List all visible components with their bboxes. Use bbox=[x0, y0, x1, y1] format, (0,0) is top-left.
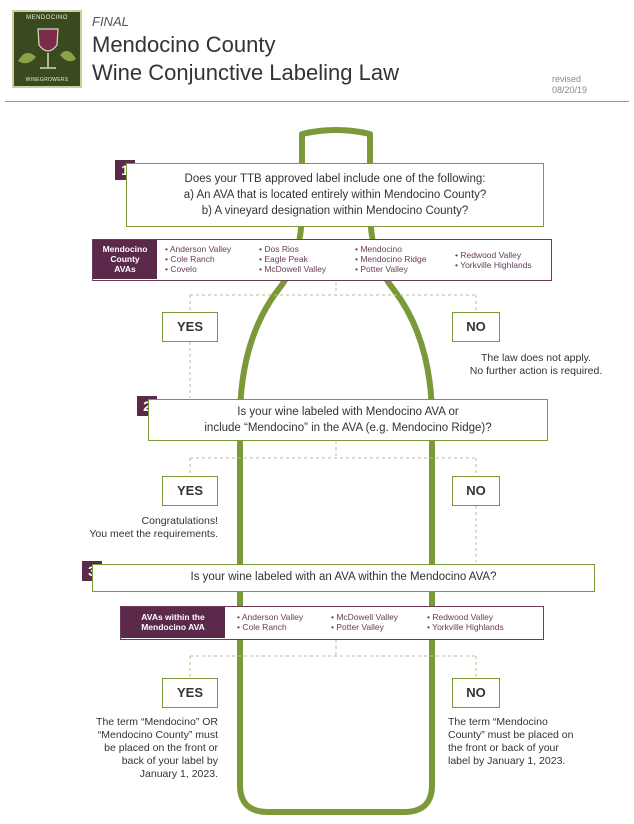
county-avas-label-line2: County bbox=[110, 254, 140, 264]
q3-yes-note: The term “Mendocino” OR “Mendocino Count… bbox=[40, 716, 218, 781]
q3-no-box: NO bbox=[452, 678, 500, 708]
question-1-line3: b) A vineyard designation within Mendoci… bbox=[201, 205, 469, 217]
q1-no-note-line2: No further action is required. bbox=[469, 365, 603, 377]
revised-note: revised 08/20/19 bbox=[552, 74, 587, 96]
q3-no-note: The term “Mendocino County” must be plac… bbox=[448, 716, 618, 768]
county-avas-label-line1: Mendocino bbox=[102, 244, 148, 254]
ava-item: • McDowell Valley bbox=[331, 612, 399, 622]
header-divider bbox=[5, 101, 629, 102]
question-1-box: Does your TTB approved label include one… bbox=[126, 163, 544, 227]
q1-yes-box: YES bbox=[162, 312, 218, 342]
revised-date: 08/20/19 bbox=[552, 85, 588, 95]
question-2-line2: include “Mendocino” in the AVA (e.g. Men… bbox=[204, 422, 492, 434]
ava-item: • Covelo bbox=[165, 264, 197, 274]
ava-item: • Redwood Valley bbox=[455, 250, 522, 260]
q2-yes-note-line2: You meet the requirements. bbox=[89, 528, 218, 540]
mendocino-avas-label: AVAs within the Mendocino AVA bbox=[121, 607, 225, 638]
question-2-line1: Is your wine labeled with Mendocino AVA … bbox=[237, 406, 459, 418]
wine-glass-icon bbox=[18, 28, 76, 69]
q3-yes-note-line: The term “Mendocino” OR bbox=[96, 716, 218, 728]
q3-yes-note-line: January 1, 2023. bbox=[139, 768, 218, 780]
q3-no-note-line: The term “Mendocino bbox=[448, 716, 548, 728]
ava-item: • Mendocino Ridge bbox=[355, 254, 427, 264]
mendocino-avas-col1: • Anderson Valley • Cole Ranch bbox=[237, 612, 303, 632]
q3-yes-box: YES bbox=[162, 678, 218, 708]
county-avas-label: Mendocino County AVAs bbox=[93, 240, 157, 279]
ava-item: • Yorkville Highlands bbox=[455, 260, 532, 270]
q3-yes-note-line: be placed on the front or bbox=[104, 742, 218, 754]
question-1-line1: Does your TTB approved label include one… bbox=[184, 173, 486, 185]
mendocino-avas-col2: • McDowell Valley • Potter Valley bbox=[331, 612, 398, 632]
county-avas-box: Mendocino County AVAs • Anderson Valley … bbox=[92, 239, 552, 281]
status-label: FINAL bbox=[92, 14, 129, 29]
ava-item: • Potter Valley bbox=[355, 264, 408, 274]
logo-top-text: MENDOCINO bbox=[26, 15, 68, 21]
ava-item: • Redwood Valley bbox=[427, 612, 494, 622]
q3-yes-note-line: “Mendocino County” must bbox=[97, 729, 218, 741]
q2-yes-box: YES bbox=[162, 476, 218, 506]
page-title-line1: Mendocino County bbox=[92, 32, 276, 57]
county-avas-col3: • Mendocino • Mendocino Ridge • Potter V… bbox=[355, 244, 427, 274]
page-title-line2: Wine Conjunctive Labeling Law bbox=[92, 60, 399, 85]
mendocino-avas-box: AVAs within the Mendocino AVA • Anderson… bbox=[120, 606, 544, 640]
ava-item: • Anderson Valley bbox=[165, 244, 232, 254]
county-avas-label-line3: AVAs bbox=[114, 264, 136, 274]
ava-item: • Dos Rios bbox=[259, 244, 299, 254]
ava-item: • Cole Ranch bbox=[237, 622, 287, 632]
q2-yes-note: Congratulations! You meet the requiremen… bbox=[40, 515, 218, 541]
q1-no-note-line1: The law does not apply. bbox=[480, 352, 592, 364]
ava-item: • Potter Valley bbox=[331, 622, 384, 632]
question-1-line2: a) An AVA that is located entirely withi… bbox=[183, 189, 487, 201]
q3-no-note-line: County” must be placed on bbox=[448, 729, 574, 741]
q1-no-note: The law does not apply. No further actio… bbox=[448, 352, 624, 378]
q2-yes-note-line1: Congratulations! bbox=[141, 515, 218, 527]
ava-item: • Anderson Valley bbox=[237, 612, 304, 622]
logo-bottom-text: WINEGROWERS bbox=[25, 77, 69, 83]
connector-lines bbox=[189, 282, 477, 678]
q1-no-box: NO bbox=[452, 312, 500, 342]
q3-no-note-line: the front or back of your bbox=[448, 742, 559, 754]
wine-bottle-outline bbox=[237, 127, 435, 815]
mendocino-avas-label-line1: AVAs within the bbox=[141, 612, 205, 622]
ava-item: • Eagle Peak bbox=[259, 254, 308, 264]
ava-item: • Yorkville Highlands bbox=[427, 622, 504, 632]
ava-item: • McDowell Valley bbox=[259, 264, 327, 274]
q3-no-note-line: label by January 1, 2023. bbox=[448, 755, 566, 767]
county-avas-col1: • Anderson Valley • Cole Ranch • Covelo bbox=[165, 244, 231, 274]
ava-item: • Mendocino bbox=[355, 244, 402, 254]
mendocino-avas-label-line2: Mendocino AVA bbox=[141, 622, 205, 632]
question-3-box: Is your wine labeled with an AVA within … bbox=[92, 564, 595, 592]
mendocino-winegrowers-logo: MENDOCINO WINEGROWERS bbox=[12, 10, 82, 88]
question-2-box: Is your wine labeled with Mendocino AVA … bbox=[148, 399, 548, 441]
county-avas-col2: • Dos Rios • Eagle Peak • McDowell Valle… bbox=[259, 244, 326, 274]
county-avas-col4: • Redwood Valley • Yorkville Highlands bbox=[455, 250, 532, 270]
revised-label: revised bbox=[552, 74, 582, 84]
q2-no-box: NO bbox=[452, 476, 500, 506]
q3-yes-note-line: back of your label by bbox=[121, 755, 218, 767]
mendocino-avas-col3: • Redwood Valley • Yorkville Highlands bbox=[427, 612, 504, 632]
ava-item: • Cole Ranch bbox=[165, 254, 215, 264]
question-3-line1: Is your wine labeled with an AVA within … bbox=[190, 571, 497, 583]
